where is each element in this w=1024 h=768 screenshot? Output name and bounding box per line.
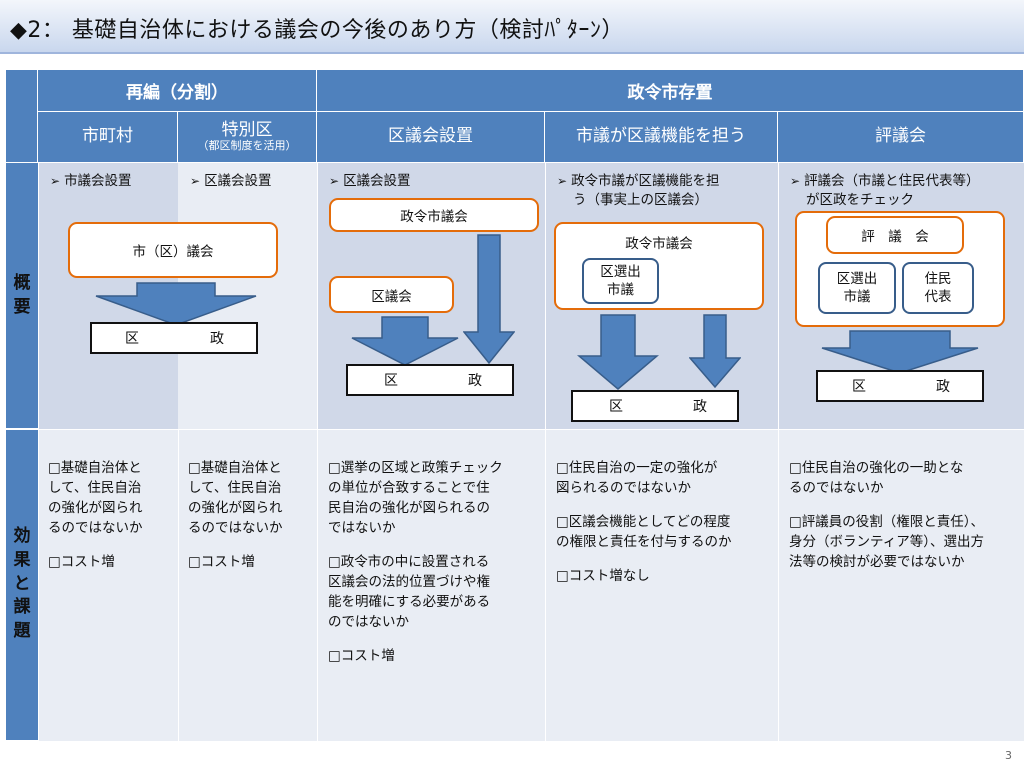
ward-assembly-box: 区議会 <box>329 276 454 313</box>
effect-item: □住民自治の一定の強化が 図られるのではないか <box>556 460 718 496</box>
effects-cell-special-ward <box>178 429 317 741</box>
bullet-ward-assembly: ➢区議会設置 <box>329 172 411 191</box>
effect-item: □コスト増 <box>328 648 395 664</box>
administration-label: 政 <box>210 331 224 347</box>
col-header-special-ward-label: 特別区 <box>221 119 273 140</box>
col-header-special-ward-sub: （都区制度を活用） <box>197 139 297 153</box>
down-arrow-icon <box>351 316 459 366</box>
effect-item: □住民自治の強化の一助とな るのではないか <box>789 460 964 496</box>
row-divider <box>6 429 1024 430</box>
down-arrow-icon <box>577 314 659 390</box>
bullet-city-councilor: ➢政令市議が区議機能を担 う（事実上の区議会） <box>557 172 720 210</box>
grid-line <box>178 429 179 741</box>
grid-line <box>317 163 318 741</box>
ward-administration-box: 区 政 <box>571 390 739 422</box>
bullet-text-cont: う（事実上の区議会） <box>573 192 708 208</box>
grid-line <box>38 163 39 741</box>
effects-cell-city-councilor <box>545 429 778 741</box>
bullet-text: 評議会（市議と住民代表等） <box>804 173 980 189</box>
ward-administration-box: 区 政 <box>346 364 514 396</box>
effects-cell-council <box>778 429 1024 741</box>
ward-elected-councilor-box: 区選出 市議 <box>818 262 896 314</box>
col-header-municipality-label: 市町村 <box>82 126 133 147</box>
title-bar: ◆2： 基礎自治体における議会の今後のあり方（検討ﾊﾟﾀｰﾝ） <box>0 0 1024 54</box>
effect-item: □政令市の中に設置される 区議会の法的位置づけや権 能を明確にする必要がある の… <box>328 554 491 630</box>
council-title-box: 評 議 会 <box>826 216 964 254</box>
col-header-special-ward: 特別区 （都区制度を活用） <box>178 112 317 163</box>
row-head-effects-label: 効 果 と 課 題 <box>13 526 31 642</box>
effect-item: □コスト増 <box>48 554 115 570</box>
resident-representative-box: 住民 代表 <box>902 262 974 314</box>
ward-label: 区 <box>852 379 866 395</box>
col-header-ward-assembly-label: 区議会設置 <box>388 126 473 147</box>
bullet-arrow-icon: ➢ <box>329 174 340 188</box>
effects-cell-ward-assembly <box>317 429 545 741</box>
bullet-arrow-icon: ➢ <box>190 174 201 188</box>
bullet-arrow-icon: ➢ <box>50 174 61 188</box>
col-header-municipality: 市町村 <box>38 112 178 163</box>
row-head-overview-label: 概 要 <box>13 272 31 317</box>
group-header-designated-city: 政令市存置 <box>317 70 1024 112</box>
bullet-text: 区議会設置 <box>204 173 272 189</box>
designated-city-assembly-box: 政令市議会 <box>329 198 539 232</box>
page-number: 3 <box>1005 749 1012 762</box>
ward-administration-box: 区 政 <box>90 322 258 354</box>
effects-text-council: □住民自治の強化の一助とな るのではないか □評議員の役割（権限と責任）、 身分… <box>789 458 1021 586</box>
ward-administration-box: 区 政 <box>816 370 984 402</box>
row-head-effects: 効 果 と 課 題 <box>6 429 38 741</box>
bullet-arrow-icon: ➢ <box>557 174 568 188</box>
administration-label: 政 <box>936 379 950 395</box>
bullet-text: 市議会設置 <box>64 173 132 189</box>
administration-label: 政 <box>693 399 707 415</box>
ward-label: 区 <box>609 399 623 415</box>
bullet-text-cont: が区政をチェック <box>806 192 914 208</box>
effect-item: □評議員の役割（権限と責任）、 身分（ボランティア等）、選出方 法等の検討が必要… <box>789 514 985 570</box>
effects-cell-municipality <box>38 429 178 741</box>
grid-line <box>545 163 546 741</box>
administration-label: 政 <box>468 373 482 389</box>
effect-item: □基礎自治体と して、住民自治 の強化が図られ るのではないか <box>48 460 143 536</box>
col-header-council: 評議会 <box>778 112 1024 163</box>
effect-item: □コスト増 <box>188 554 255 570</box>
page-title: ◆2： 基礎自治体における議会の今後のあり方（検討ﾊﾟﾀｰﾝ） <box>10 18 624 43</box>
effect-item: □コスト増なし <box>556 568 650 584</box>
col-header-council-label: 評議会 <box>875 126 926 147</box>
bullet-arrow-icon: ➢ <box>790 174 801 188</box>
effects-text-ward-assembly: □選挙の区域と政策チェック の単位が合致することで住 民自治の強化が図られるの … <box>328 458 543 680</box>
effect-item: □基礎自治体と して、住民自治 の強化が図られ るのではないか <box>188 460 283 536</box>
effects-text-municipality: □基礎自治体と して、住民自治 の強化が図られ るのではないか □コスト増 <box>48 458 174 586</box>
ward-label: 区 <box>384 373 398 389</box>
down-arrow-icon <box>689 314 741 388</box>
col-header-city-councilor: 市議が区議機能を担う <box>545 112 778 163</box>
effects-text-special-ward: □基礎自治体と して、住民自治 の強化が図られ るのではないか □コスト増 <box>188 458 314 586</box>
effect-item: □選挙の区域と政策チェック の単位が合致することで住 民自治の強化が図られるの … <box>328 460 503 536</box>
col-header-ward-assembly: 区議会設置 <box>317 112 545 163</box>
bullet-council: ➢評議会（市議と住民代表等） が区政をチェック <box>790 172 980 210</box>
grid-line <box>778 163 779 741</box>
row-head-overview: 概 要 <box>6 163 38 429</box>
col-header-city-councilor-label: 市議が区議機能を担う <box>576 126 746 147</box>
bullet-municipality: ➢市議会設置 <box>50 172 132 191</box>
down-arrow-icon <box>821 330 979 374</box>
city-ward-assembly-box: 市（区）議会 <box>68 222 278 278</box>
ward-label: 区 <box>125 331 139 347</box>
effects-text-city-councilor: □住民自治の一定の強化が 図られるのではないか □区議会機能としてどの程度 の権… <box>556 458 776 600</box>
bullet-text: 区議会設置 <box>343 173 411 189</box>
effect-item: □区議会機能としてどの程度 の権限と責任を付与するのか <box>556 514 732 550</box>
bullet-text: 政令市議が区議機能を担 <box>571 173 720 189</box>
group-header-reorganize: 再編（分割） <box>38 70 317 112</box>
ward-elected-councilor-box: 区選出 市議 <box>582 258 659 304</box>
down-arrow-icon <box>95 282 257 326</box>
down-arrow-icon <box>463 234 515 364</box>
bullet-special-ward: ➢区議会設置 <box>190 172 272 191</box>
corner-header-cell <box>6 70 38 163</box>
